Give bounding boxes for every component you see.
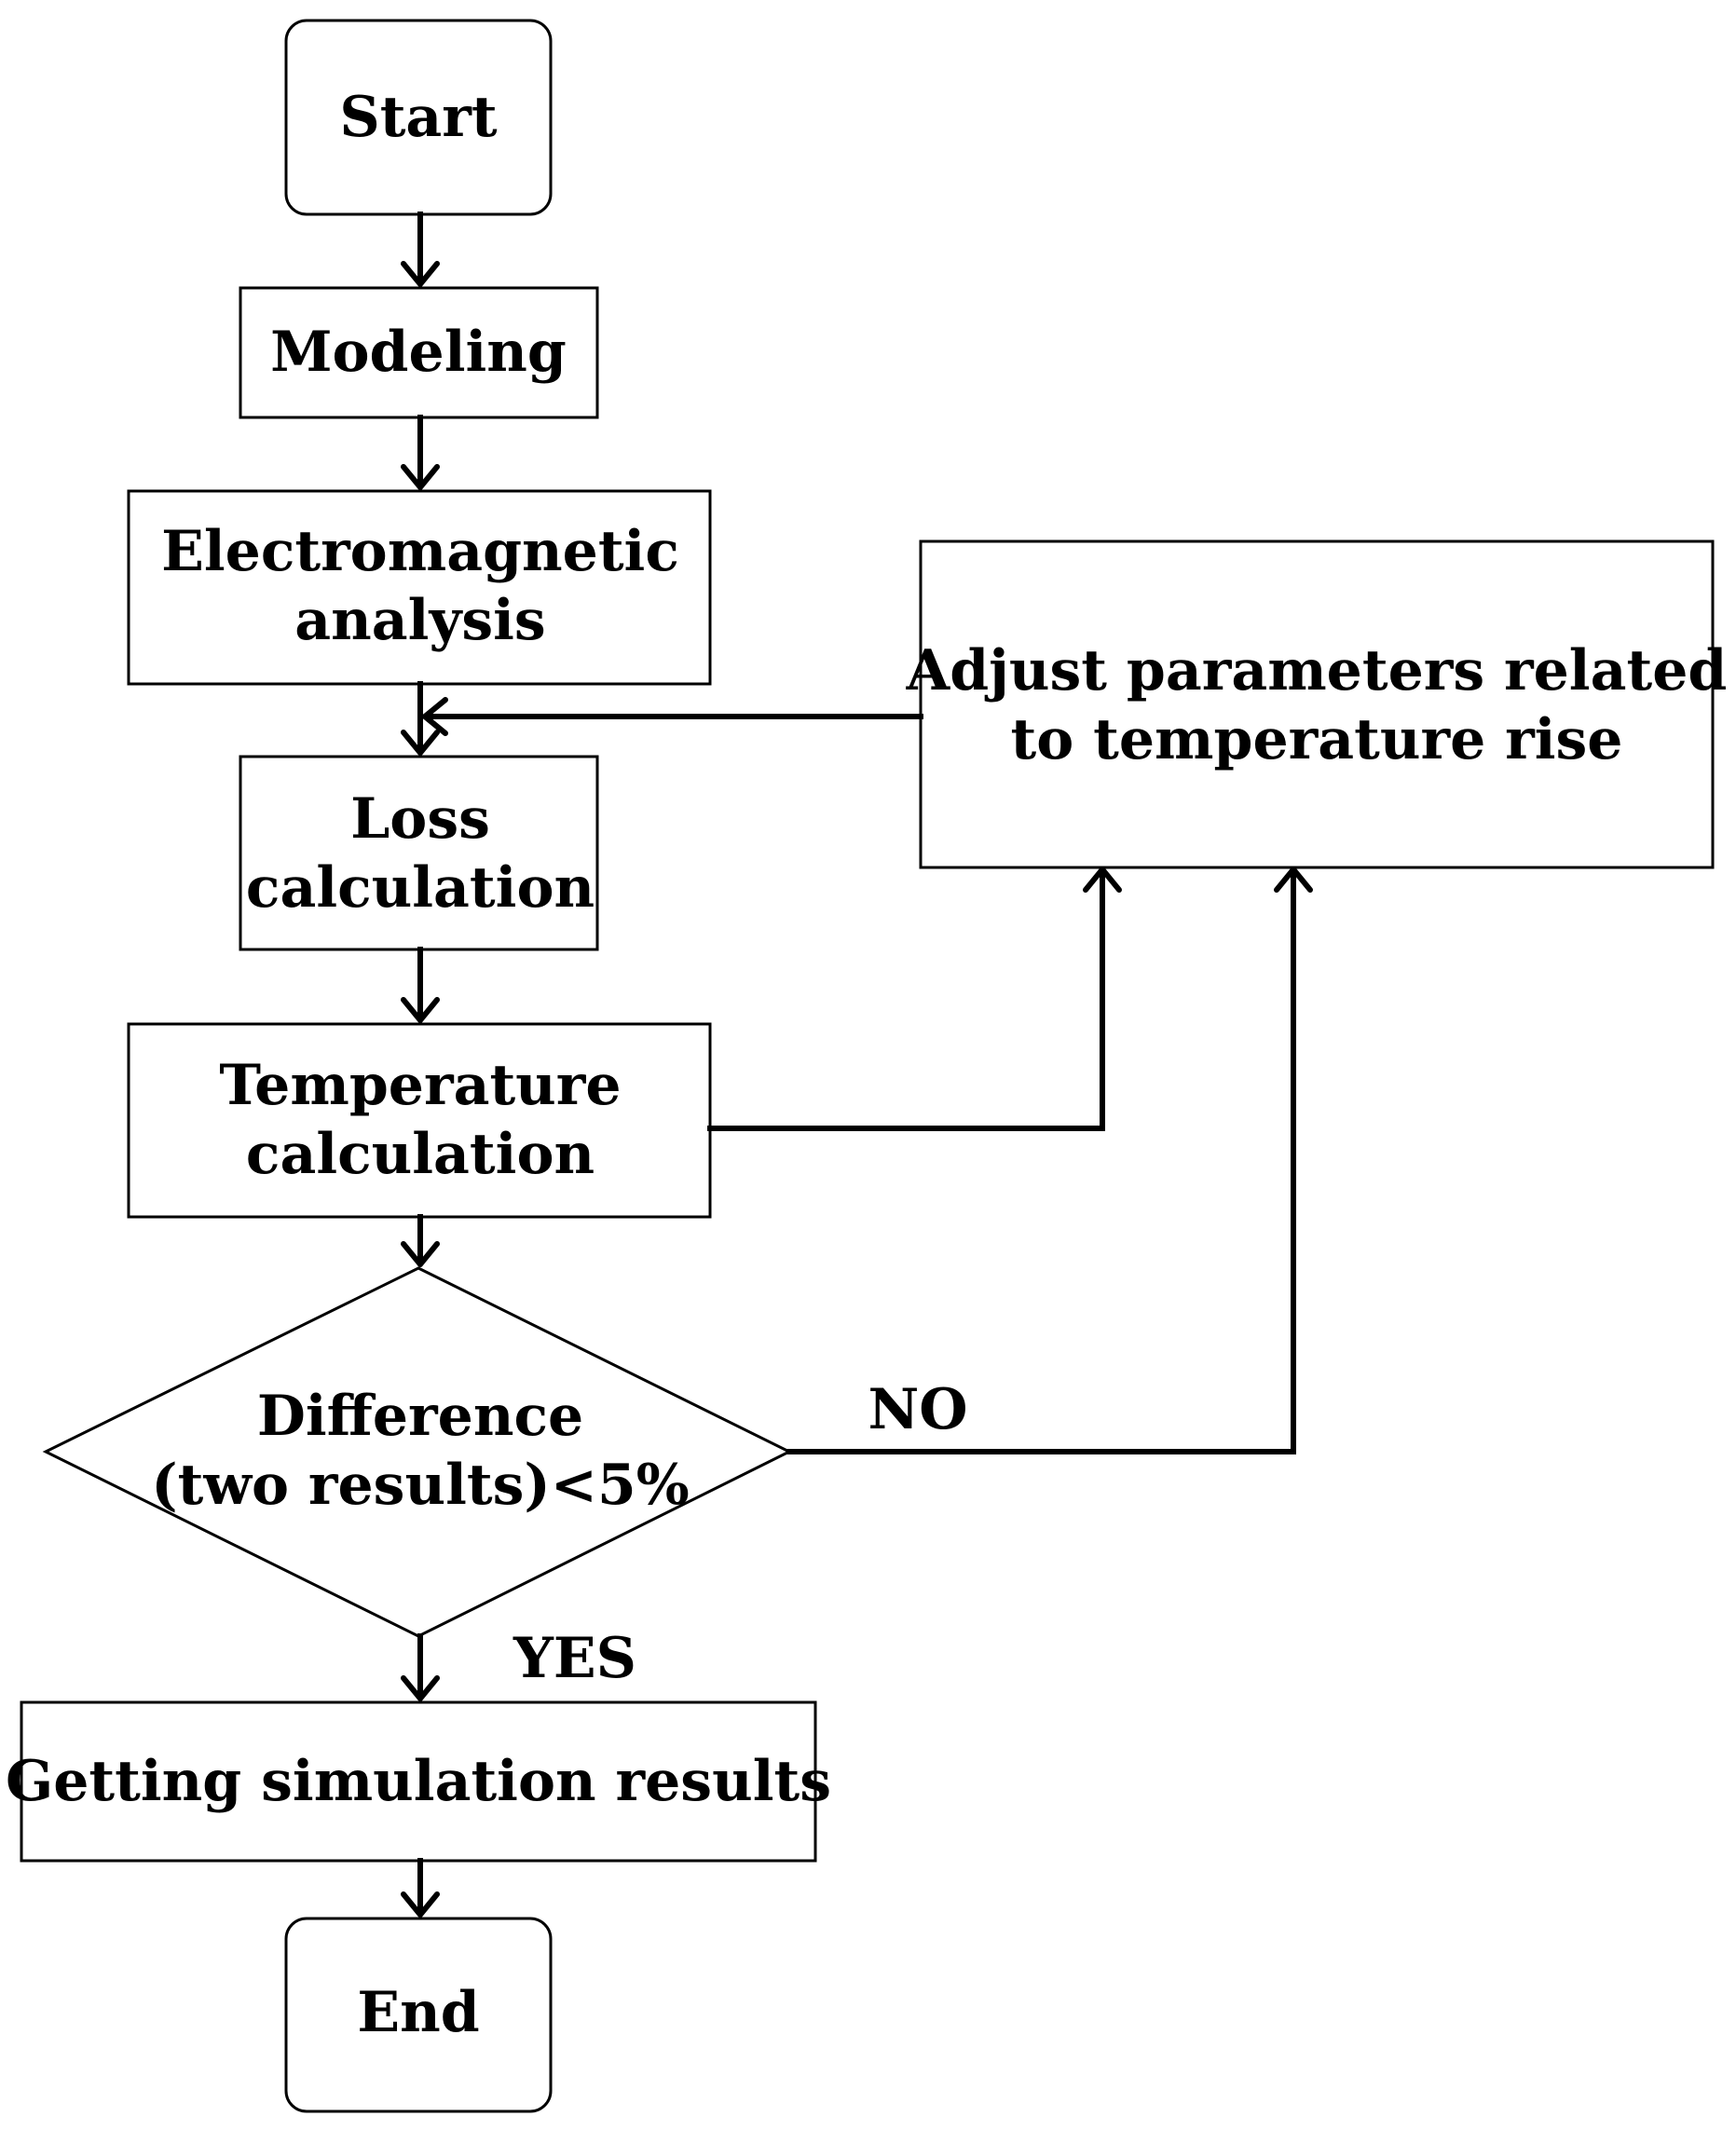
electromagnetic-label-line1: Electromagnetic: [161, 519, 679, 584]
modeling-label: Modeling: [270, 320, 567, 385]
end-node: End: [284, 1917, 553, 2113]
decision-label-line2: (two results)<5%: [151, 1453, 690, 1518]
temperature-label-line2: calculation: [246, 1122, 595, 1187]
arrow-electromagnetic-to-loss: [401, 681, 440, 756]
arrow-results-to-end: [401, 1858, 440, 1918]
arrow-decision-no-to-adjust: [786, 867, 1313, 1454]
arrow-modeling-to-electromagnetic: [401, 415, 440, 490]
arrow-adjust-to-loss: [422, 697, 923, 736]
adjust-label-line2: to temperature rise: [1011, 707, 1623, 772]
electromagnetic-label-line2: analysis: [294, 588, 545, 653]
adjust-label-line1: Adjust parameters related: [906, 638, 1728, 703]
loss-label-line2: calculation: [246, 855, 595, 921]
temperature-calculation-node: Temperature calculation: [127, 1022, 712, 1219]
arrow-temperature-to-adjust: [707, 867, 1122, 1131]
temperature-label-line1: Temperature: [219, 1053, 621, 1118]
arrow-start-to-modeling: [401, 212, 440, 287]
results-label: Getting simulation results: [6, 1749, 831, 1814]
difference-decision-node: Difference (two results)<5%: [42, 1266, 793, 1638]
yes-edge-label: YES: [513, 1626, 636, 1691]
loss-calculation-node: Loss calculation: [239, 755, 599, 951]
start-label: Start: [339, 85, 498, 150]
arrow-decision-yes-to-results: [401, 1633, 440, 1701]
arrow-temperature-to-decision: [401, 1214, 440, 1267]
arrow-loss-to-temperature: [401, 947, 440, 1023]
end-label: End: [357, 1980, 479, 2045]
decision-label-line1: Difference: [257, 1384, 583, 1449]
modeling-node: Modeling: [239, 286, 599, 419]
loss-label-line1: Loss: [350, 786, 490, 852]
no-edge-label: NO: [868, 1377, 967, 1442]
start-node: Start: [284, 19, 553, 216]
adjust-parameters-node: Adjust parameters related to temperature…: [906, 539, 1728, 869]
simulation-results-node: Getting simulation results: [6, 1700, 831, 1863]
electromagnetic-analysis-node: Electromagnetic analysis: [127, 489, 712, 686]
